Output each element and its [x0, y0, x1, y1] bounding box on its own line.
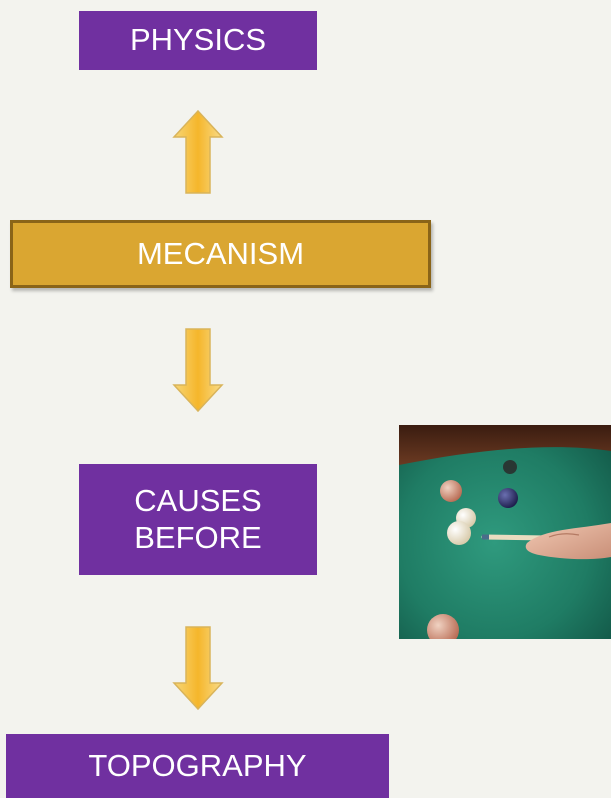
cue-ball-icon: [447, 521, 471, 545]
billiard-ball-icon: [440, 480, 462, 502]
billiard-ball-icon: [427, 614, 459, 639]
topography-box: TOPOGRAPHY: [6, 734, 389, 798]
up-arrow-icon: [172, 109, 224, 194]
physics-box: PHYSICS: [79, 11, 317, 70]
mechanism-box: MECANISM: [10, 220, 431, 288]
table-rail: [399, 425, 611, 465]
mechanism-label: MECANISM: [136, 235, 305, 271]
causes-label: CAUSES: [134, 482, 262, 518]
physics-label: PHYSICS: [129, 22, 267, 58]
before-label: BEFORE: [134, 519, 262, 555]
causes-before-box: CAUSES BEFORE: [79, 464, 317, 575]
billiard-photo: [399, 425, 611, 639]
hand-icon: [525, 523, 611, 560]
billiard-ball-icon: [498, 488, 518, 508]
topography-label: TOPOGRAPHY: [88, 747, 307, 783]
down-arrow-icon: [172, 328, 224, 413]
down-arrow-icon: [172, 626, 224, 711]
billiard-table-image: [399, 425, 611, 639]
billiard-ball-icon: [503, 460, 517, 474]
